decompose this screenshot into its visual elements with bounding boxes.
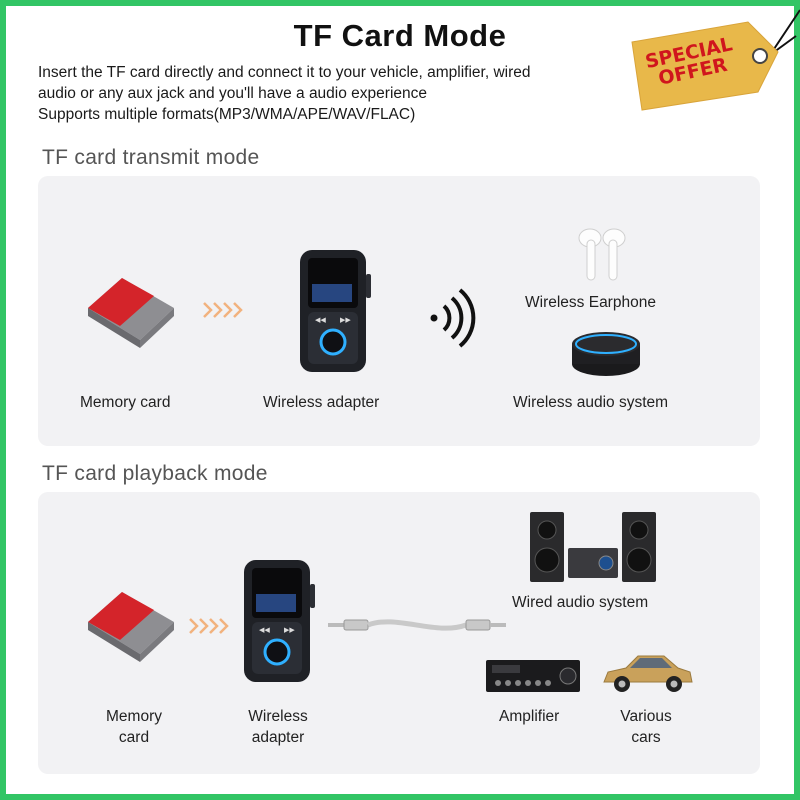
wireless-adapter-icon-2: ◀◀ ▶▶ xyxy=(244,560,315,682)
intro-line-3: Supports multiple formats(MP3/WMA/APE/WA… xyxy=(38,106,416,123)
playback-section-title: TF card playback mode xyxy=(42,462,268,485)
audio-system-label: Wireless audio system xyxy=(513,394,669,411)
arrows-icon xyxy=(203,302,243,318)
playback-memory-line1: Memory xyxy=(106,708,162,725)
smart-speaker-icon xyxy=(572,332,640,376)
aux-cable-icon xyxy=(328,619,506,631)
transmit-adapter-label: Wireless adapter xyxy=(263,394,380,411)
car-icon xyxy=(603,655,693,692)
amplifier-label: Amplifier xyxy=(499,708,560,725)
memory-card-icon-2 xyxy=(88,592,174,662)
svg-text:◀◀: ◀◀ xyxy=(315,316,326,324)
playback-adapter-line2: adapter xyxy=(251,729,305,746)
wired-audio-label: Wired audio system xyxy=(512,594,649,611)
playback-memory-card-label: Memory card xyxy=(96,706,172,748)
wired-audio-system-icon xyxy=(530,512,656,582)
special-offer-tag-icon xyxy=(631,9,800,111)
intro-text: Insert the TF card directly and connect … xyxy=(38,62,531,125)
svg-text:▶▶: ▶▶ xyxy=(340,316,351,324)
intro-line-2: audio or any aux jack and you'll have a … xyxy=(38,85,427,102)
cars-line2: cars xyxy=(631,729,661,746)
svg-text:◀◀: ◀◀ xyxy=(259,626,270,634)
playback-adapter-line1: Wireless xyxy=(248,708,308,725)
svg-text:▶▶: ▶▶ xyxy=(284,626,295,634)
playback-adapter-label: Wireless adapter xyxy=(238,706,318,748)
amplifier-icon xyxy=(486,660,580,692)
wireless-adapter-icon: ◀◀ ▶▶ xyxy=(300,250,371,372)
transmit-section-title: TF card transmit mode xyxy=(42,146,260,169)
cars-line1: Various xyxy=(620,708,672,725)
playback-memory-line2: card xyxy=(118,729,150,746)
earphones-icon xyxy=(578,228,626,281)
cars-label: Various cars xyxy=(606,706,686,748)
memory-card-icon xyxy=(88,278,174,348)
page-title: TF Card Mode xyxy=(293,18,507,53)
wireless-signal-icon xyxy=(430,288,476,348)
transmit-memory-card-label: Memory card xyxy=(80,394,171,411)
intro-line-1: Insert the TF card directly and connect … xyxy=(38,64,531,81)
arrows-icon-2 xyxy=(189,618,229,634)
earphone-label: Wireless Earphone xyxy=(525,294,656,311)
